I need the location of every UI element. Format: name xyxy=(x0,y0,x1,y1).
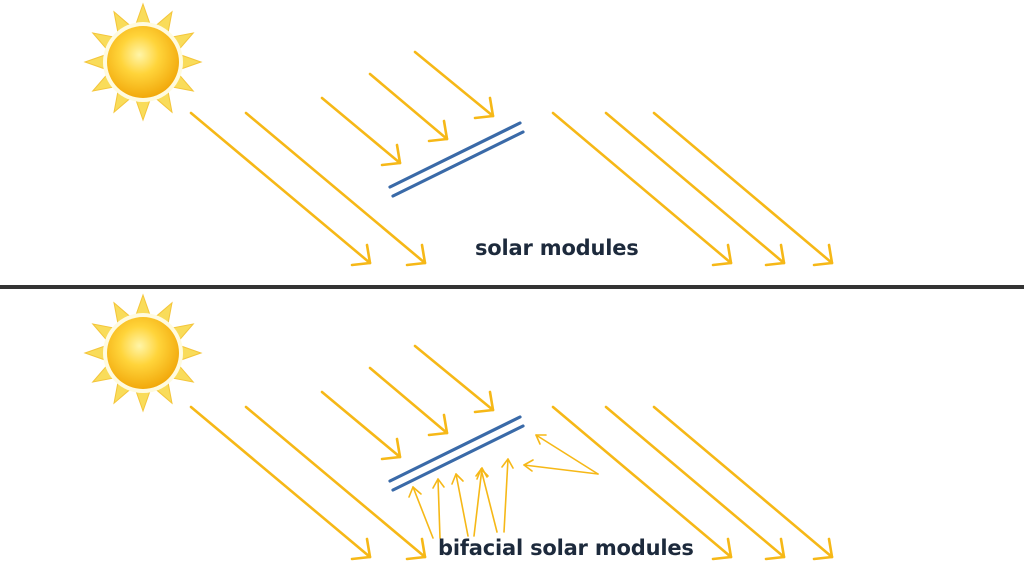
sun-ray-arrow xyxy=(244,405,427,561)
reflected-ray-arrow xyxy=(501,458,514,533)
monofacial-panel: solar modules xyxy=(83,2,834,267)
reflected-ray-arrow xyxy=(473,467,488,537)
sun-ray-arrow xyxy=(604,111,786,267)
sun-ray-arrow xyxy=(368,366,449,437)
caption-bifacial-solar-modules: bifacial solar modules xyxy=(438,536,694,560)
bifacial-panel: bifacial solar modules xyxy=(0,288,1024,576)
sun-icon xyxy=(83,293,203,413)
reflected-ray-arrow xyxy=(535,434,599,475)
sun-ray-arrow xyxy=(551,405,733,561)
sun-ray-arrow xyxy=(551,111,733,267)
sun-ray-arrow xyxy=(320,96,402,167)
sun-ray-arrow xyxy=(413,344,495,414)
sun-ray-arrow xyxy=(189,111,372,267)
reflected-ray-arrow xyxy=(408,486,434,539)
sun-ray-arrow xyxy=(189,405,372,561)
sun-ray-arrow xyxy=(413,50,495,120)
panel-divider xyxy=(0,285,1024,289)
sun-ray-arrow xyxy=(368,72,449,143)
monofacial-diagram xyxy=(83,2,834,267)
sun-ray-arrow xyxy=(652,111,834,267)
sun-ray-arrow xyxy=(652,405,834,561)
reflected-ray-arrow xyxy=(432,478,445,539)
reflected-ray-arrow xyxy=(523,459,599,475)
reflected-ray-arrow xyxy=(476,468,498,533)
sun-ray-arrow xyxy=(604,405,786,561)
solar-module-icon xyxy=(388,415,525,492)
solar-module-icon xyxy=(388,121,525,198)
sun-icon xyxy=(83,2,203,122)
caption-solar-modules: solar modules xyxy=(475,236,639,260)
sun-ray-arrow xyxy=(244,111,427,267)
reflected-ray-arrow xyxy=(451,473,469,537)
reflected-rays xyxy=(408,434,599,539)
bifacial-diagram xyxy=(83,293,834,561)
sun-ray-arrow xyxy=(320,390,402,461)
